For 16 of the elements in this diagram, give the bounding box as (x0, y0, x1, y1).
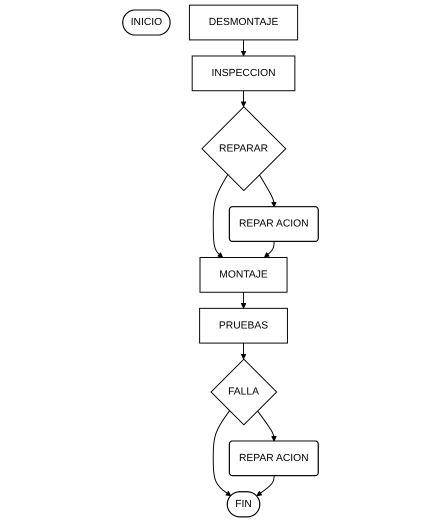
node-box: INSPECCION (192, 56, 296, 92)
arrow (240, 39, 246, 56)
arrow (240, 90, 246, 108)
arrow (257, 410, 277, 442)
arrow (240, 342, 246, 360)
arrow (256, 476, 275, 496)
arrow (212, 410, 232, 496)
node-box: MONTAJE (200, 257, 288, 293)
node-diamond: FALLA (210, 358, 278, 426)
node-diamond: REPARAR (201, 106, 286, 192)
arrow (264, 241, 275, 258)
node-box: PRUEBAS (199, 308, 288, 344)
arrow (240, 292, 246, 309)
arrow (212, 174, 228, 258)
arrow (258, 174, 277, 208)
node-box: DESMONTAJE (188, 4, 298, 40)
